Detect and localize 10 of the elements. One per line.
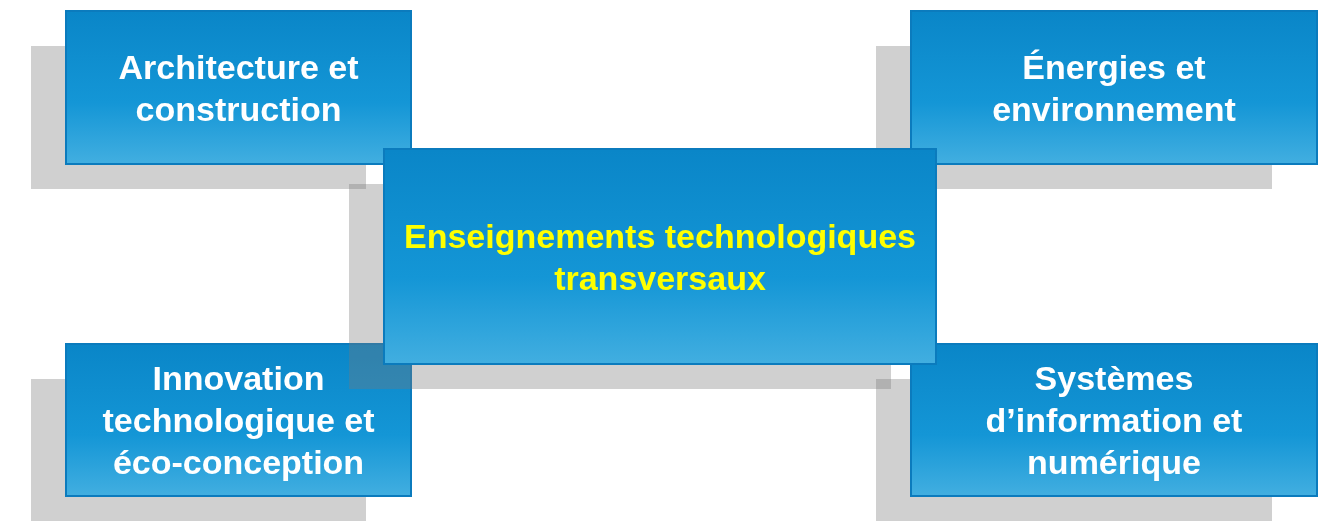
topic-box	[65, 10, 412, 165]
topic-label: Systèmes d’information et numérique	[984, 358, 1244, 483]
topic-box	[910, 10, 1318, 165]
topic-label: Enseignements technologiques transversaux	[403, 215, 917, 299]
topic-label: Innovation technologique et éco-conception	[101, 358, 376, 483]
topic-box	[383, 148, 937, 365]
topic-box	[910, 343, 1318, 497]
topic-label: Énergies et environnement	[991, 46, 1237, 130]
topic-label: Architecture et construction	[117, 46, 360, 130]
topic-box	[65, 343, 412, 497]
